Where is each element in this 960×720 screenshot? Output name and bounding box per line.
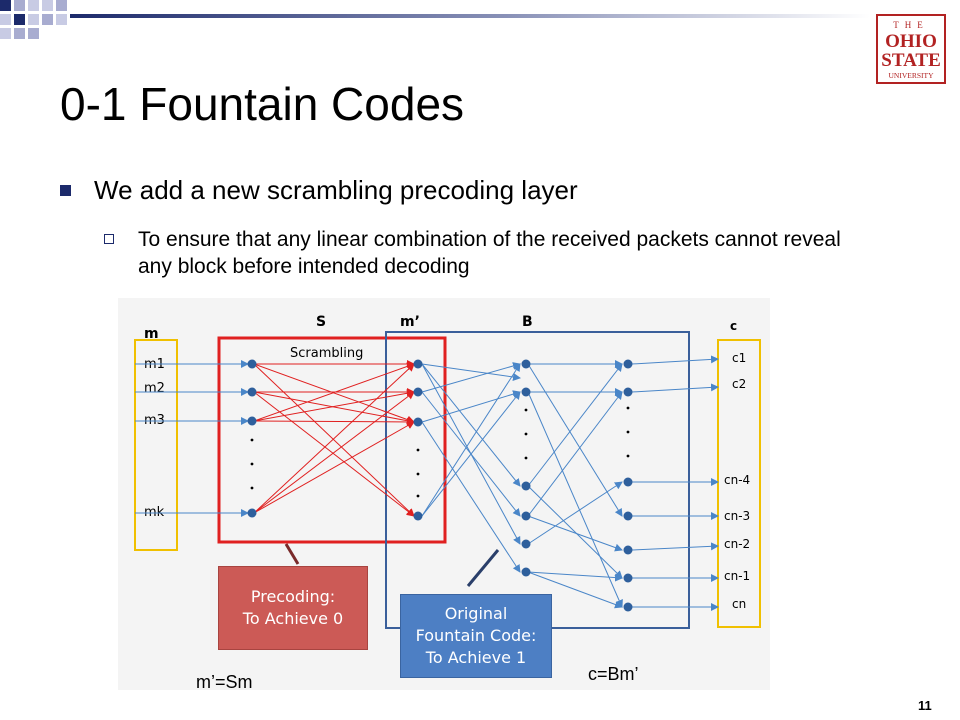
ellipsis-dots [250,406,630,498]
square-bullet-icon [60,185,71,196]
input-label-m2: m2 [144,381,165,396]
logo-line-4: UNIVERSITY [889,71,935,80]
output-label-cn-1: cn-1 [724,569,750,583]
bullet-1-text: We add a new scrambling precoding layer [94,175,578,205]
input-box-m [134,339,178,551]
node-column-B [521,359,531,577]
decorative-header-bar [0,0,870,39]
logo-line-2: OHIO [885,31,937,52]
scrambling-label: Scrambling [290,346,363,361]
logo-line-1: THE [893,20,929,30]
bullet-2-text: To ensure that any linear combination of… [138,228,841,278]
precoding-pointer-line [284,543,300,565]
output-label-cn-2: cn-2 [724,537,750,551]
diagram-canvas: m S m’ B c Scrambling m1 m2 m3 mk c1 c2 … [134,314,761,629]
fountain-callout-line-2: Fountain Code: [415,626,537,645]
label-m-prime: m’ [400,314,420,330]
label-c: c [730,319,737,333]
output-label-c2: c2 [732,377,746,391]
fountain-callout: Original Fountain Code: To Achieve 1 [400,594,552,678]
precoding-callout: Precoding: To Achieve 0 [218,566,368,650]
node-column-c [623,359,633,612]
precoding-callout-line-2: To Achieve 0 [242,609,344,628]
label-B: B [522,314,533,330]
output-label-cn: cn [732,597,746,611]
fountain-arrows-layer-1 [421,362,521,573]
output-label-cn-3: cn-3 [724,509,750,523]
fountain-callout-line-3: To Achieve 1 [425,648,527,667]
equation-left: m’=Sm [196,672,253,692]
input-arrows [135,360,249,517]
precoding-callout-line-1: Precoding: [250,587,336,606]
label-m: m [144,326,159,342]
output-label-cn-4: cn-4 [724,473,750,487]
fountain-arrows-layer-2 [527,360,623,609]
node-column-m-prime [413,359,423,521]
fountain-callout-line-1: Original [444,604,508,623]
hollow-square-bullet-icon [104,234,114,244]
label-S: S [316,314,326,330]
output-label-c1: c1 [732,351,746,365]
page-number: 11 [918,698,932,713]
scrambling-arrows [253,360,415,517]
output-arrows [631,355,719,611]
fountain-pointer-line [466,549,500,587]
scrambling-box [217,336,447,544]
slide-title: 0-1 Fountain Codes [60,78,465,130]
logo-line-3: STATE [881,50,941,71]
node-column-scramble-in [247,359,257,518]
university-logo: THE OHIO STATE UNIVERSITY [876,14,946,84]
equation-right: c=Bm’ [588,664,639,684]
